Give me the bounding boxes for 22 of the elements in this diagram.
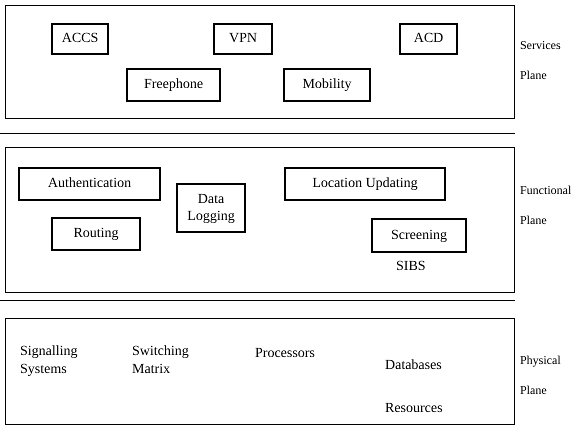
component-label: Signalling Systems: [20, 343, 79, 378]
function-box: Location Updating: [284, 167, 446, 201]
component-label: Switching Matrix: [132, 343, 190, 378]
plane-label: Physical Plane: [520, 352, 562, 399]
function-box: VPN: [213, 23, 273, 55]
plane-frame: [5, 5, 515, 119]
function-box: Mobility: [283, 68, 371, 102]
function-box: Screening: [371, 218, 467, 253]
function-box: Freephone: [126, 68, 221, 102]
function-box: Data Logging: [176, 183, 246, 233]
plane-frame: [5, 318, 515, 425]
component-label: Processors: [255, 345, 316, 362]
plane-label: Services Plane: [520, 37, 562, 84]
plane-frame: [5, 147, 515, 293]
plane-label: Functional Plane: [520, 182, 572, 229]
component-label: Resources: [385, 400, 444, 418]
function-box: ACCS: [51, 23, 109, 55]
component-label: Databases: [385, 357, 443, 374]
function-box: Routing: [51, 217, 141, 251]
function-box: Authentication: [18, 167, 161, 201]
function-box: ACD: [399, 23, 458, 55]
component-label: SIBS: [396, 258, 427, 276]
